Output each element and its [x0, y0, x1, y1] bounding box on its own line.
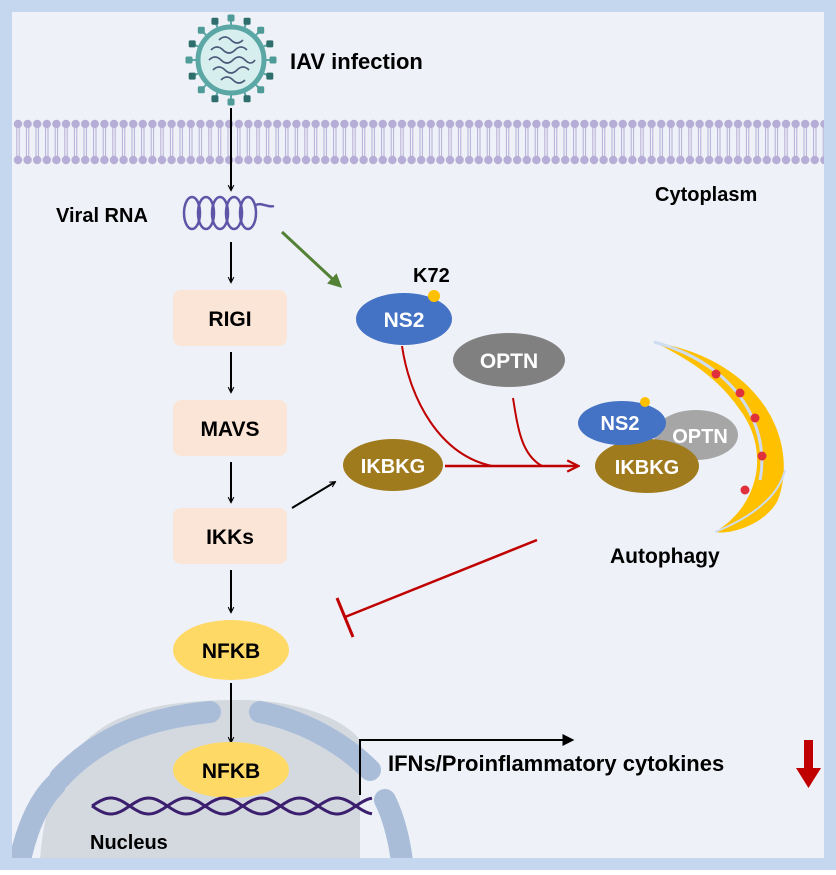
optn-protein: OPTN [453, 333, 565, 387]
rigi-box: RIGI [173, 290, 287, 346]
k72-label: K72 [413, 265, 450, 287]
nfkb-cytoplasm-label: NFKB [202, 640, 260, 663]
complex-optn-label: OPTN [672, 426, 728, 448]
nfkb-nucleus-label: NFKB [202, 760, 260, 783]
infection-label: IAV infection [290, 49, 423, 74]
inhibition-bar [335, 597, 355, 638]
ikks-box: IKKs [173, 508, 287, 564]
nucleus-label: Nucleus [90, 832, 168, 854]
arrow-transcription [359, 734, 575, 795]
red-line-ns2 [401, 345, 493, 467]
inhibition-line [344, 538, 538, 619]
autophagy-label: Autophagy [610, 545, 720, 568]
complex-ikbkg: IKBKG [595, 439, 699, 493]
arrow-ikks-to-ikbkg [291, 482, 335, 509]
complex-ns2-label: NS2 [601, 413, 640, 435]
ns2-protein: NS2 [356, 290, 452, 345]
mavs-label: MAVS [200, 418, 259, 441]
viral-rna-icon [182, 195, 275, 231]
cytoplasm-label: Cytoplasm [655, 184, 757, 206]
optn-label: OPTN [480, 350, 538, 373]
complex-ikbkg-label: IKBKG [615, 457, 679, 479]
autophagosome [653, 340, 786, 533]
ns2-label: NS2 [384, 309, 425, 332]
virus-icon [185, 14, 277, 106]
k72-site-dot [428, 290, 440, 302]
arrow-rna-to-ns2 [280, 230, 343, 288]
ikbkg-label: IKBKG [361, 456, 425, 478]
viral-rna-label: Viral RNA [56, 205, 148, 227]
nfkb-nucleus: NFKB [173, 742, 289, 798]
down-arrow-icon [796, 740, 821, 788]
dna-helix-icon [91, 796, 373, 816]
rigi-label: RIGI [208, 308, 251, 331]
ikbkg-protein: IKBKG [343, 439, 443, 491]
cell-membrane [13, 119, 824, 165]
red-line-optn [512, 397, 543, 467]
complex-k72-dot [640, 397, 650, 407]
mavs-box: MAVS [173, 400, 287, 456]
ikks-label: IKKs [206, 526, 254, 549]
complex-ns2: NS2 [578, 397, 666, 445]
output-label: IFNs/Proinflammatory cytokines [388, 751, 724, 776]
nfkb-cytoplasm: NFKB [173, 620, 289, 680]
